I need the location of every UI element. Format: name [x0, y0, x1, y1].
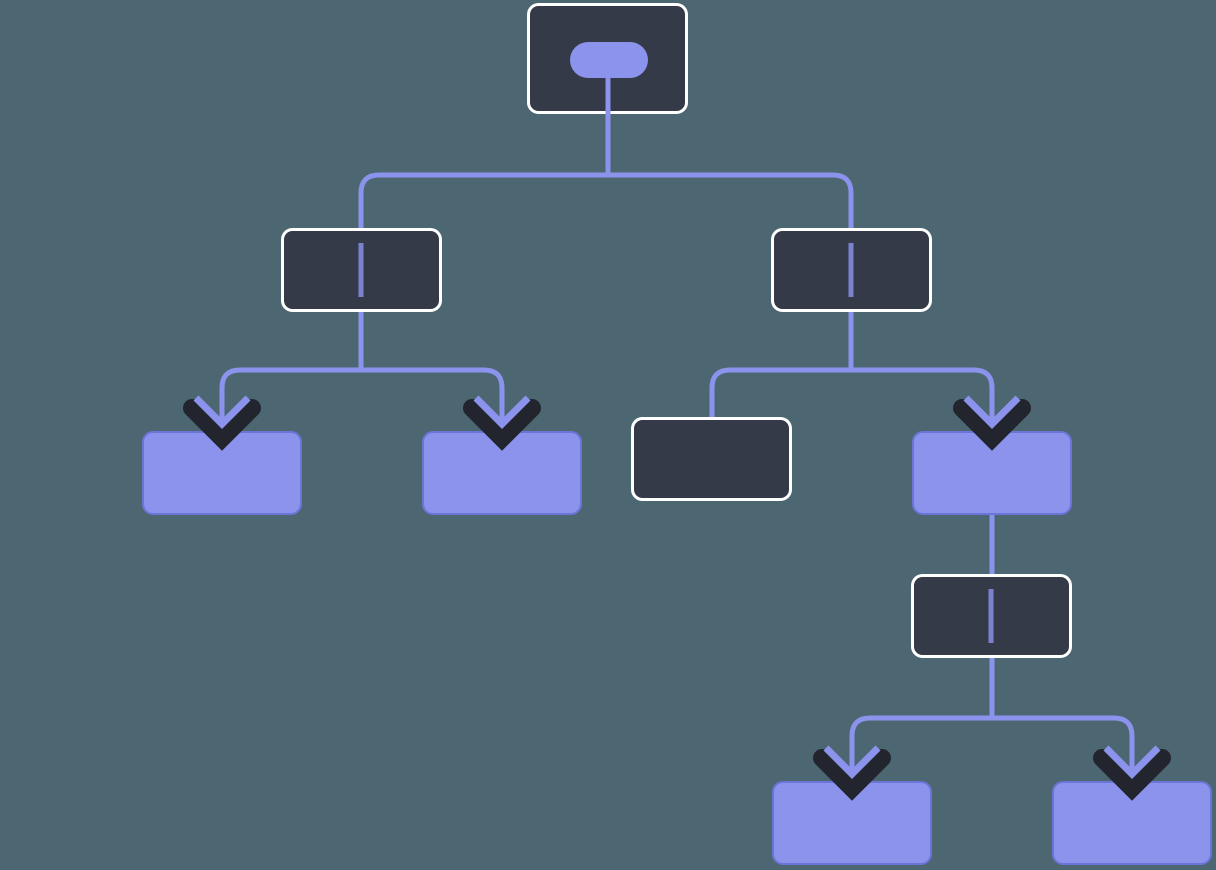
root-node-stem [605, 78, 611, 114]
edge-sub-branch-to-leaf-3 [849, 658, 995, 787]
nodes-layer [142, 3, 1212, 865]
edge-branch-left-to-leaf-1 [219, 312, 364, 437]
edge-branch-right-to-mid-accent-arrow-stem-tip [989, 394, 995, 424]
branch-node-left-passthrough-line [358, 243, 364, 297]
dark-leaf-node[interactable] [631, 417, 792, 501]
dark-leaf-node-body[interactable] [631, 417, 792, 501]
root-node[interactable] [527, 3, 688, 115]
edge-branch-left-to-leaf-2-arrow-stem-tip [499, 394, 505, 424]
edges-layer [219, 114, 1135, 787]
edge-sub-branch-to-leaf-4 [989, 658, 1135, 787]
edge-branch-right-to-dark-leaf [709, 312, 854, 417]
root-node-badge-pill [570, 42, 648, 78]
edge-branch-left-to-leaf-1-arrow-shadow-chevron [183, 399, 261, 451]
edge-sub-branch-to-leaf-3-arrow-shadow-chevron [813, 749, 891, 801]
edge-sub-branch-to-leaf-3-arrowhead [813, 744, 891, 801]
edge-sub-branch-to-leaf-4-arrow-stem-tip [1129, 744, 1135, 774]
edge-branch-left-to-leaf-2 [358, 312, 505, 437]
edge-root-to-branch-right [605, 114, 854, 312]
sub-branch-node-passthrough-line [988, 589, 994, 643]
passthrough-lines-layer [358, 243, 994, 643]
edge-branch-left-to-leaf-2-arrow-shadow-chevron [463, 399, 541, 451]
edge-branch-left-to-leaf-1-arrowhead [183, 394, 261, 451]
branch-node-right-passthrough-line [848, 243, 854, 297]
edge-sub-branch-to-leaf-4-arrowhead [1093, 744, 1171, 801]
edge-sub-branch-to-leaf-4-arrow-shadow-chevron [1093, 749, 1171, 801]
edge-branch-right-to-mid-accent-arrow-shadow-chevron [953, 399, 1031, 451]
edge-sub-branch-to-leaf-3-arrow-stem-tip [849, 744, 855, 774]
edge-branch-left-to-leaf-1-arrow-stem-tip [219, 394, 225, 424]
edge-branch-right-to-mid-accent-arrowhead [953, 394, 1031, 451]
edge-branch-left-to-leaf-2-arrowhead [463, 394, 541, 451]
arrowheads-layer [183, 394, 1171, 801]
edge-branch-right-to-mid-accent [848, 312, 995, 437]
